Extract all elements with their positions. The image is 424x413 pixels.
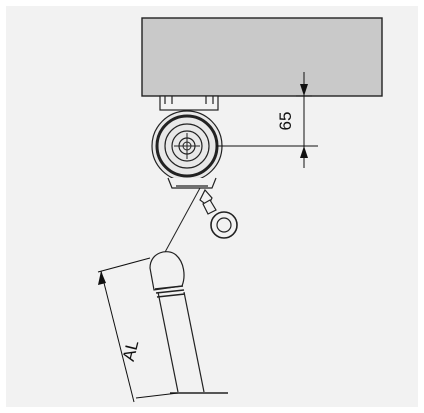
mounting-plate: [141, 17, 383, 97]
eye-bolt: [199, 188, 238, 239]
bracket: [159, 95, 219, 111]
pulley-wheel: [151, 110, 223, 182]
dimension-65-label: 65: [276, 112, 295, 131]
dimension-65: [216, 72, 318, 168]
dimension-al: [97, 257, 179, 403]
gas-spring-rod: [149, 251, 228, 394]
dimension-al-label: AL: [119, 338, 142, 363]
wheel-clamp: [167, 177, 217, 189]
cable: [163, 187, 201, 255]
